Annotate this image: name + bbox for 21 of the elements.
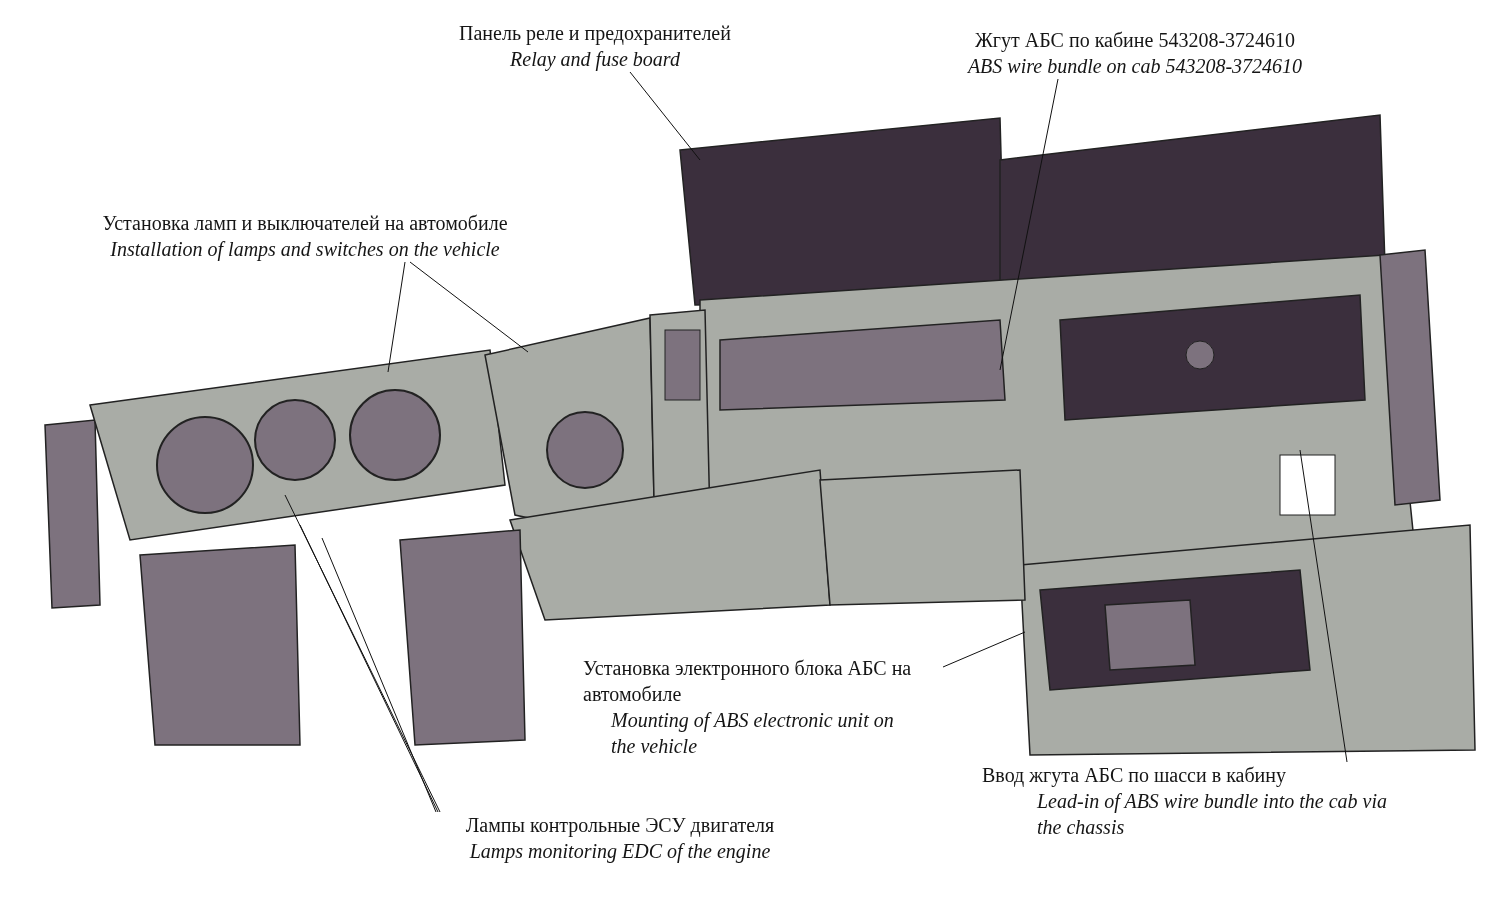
- leader-line: [321, 537, 437, 813]
- callout-text: Ввод жгута АБС по шасси в кабину: [982, 763, 1287, 788]
- callout-text: Жгут АБС по кабине 543208-3724610: [973, 28, 1297, 53]
- callout-text: Установка электронного блока АБС на автомобиле: [583, 656, 913, 707]
- leader-line: [387, 261, 406, 373]
- leader-line: [942, 631, 1026, 668]
- leader-line: [299, 524, 439, 813]
- leader-line: [284, 494, 441, 813]
- leader-line: [629, 71, 701, 161]
- callout-text: Relay and fuse board: [509, 47, 681, 72]
- leader-line: [1299, 449, 1348, 763]
- leader-line: [999, 78, 1059, 371]
- callout-text: Лампы контрольные ЭСУ двигателя: [464, 813, 776, 838]
- callout-text: Installation of lamps and switches on the vehicle: [109, 237, 501, 262]
- callout-text: Установка ламп и выключателей на автомобиле: [101, 211, 509, 236]
- callout-text: Lead-in of ABS wire bundle into the cab via the chassis: [1036, 789, 1388, 840]
- callout-text: Lamps monitoring EDC of the engine: [468, 839, 772, 864]
- callout-text: ABS wire bundle on cab 543208-3724610: [966, 54, 1304, 79]
- callout-text: Панель реле и предохранителей: [458, 21, 732, 46]
- leader-line: [409, 261, 529, 353]
- callout-text: Mounting of ABS electronic unit on the vehicle: [610, 708, 895, 759]
